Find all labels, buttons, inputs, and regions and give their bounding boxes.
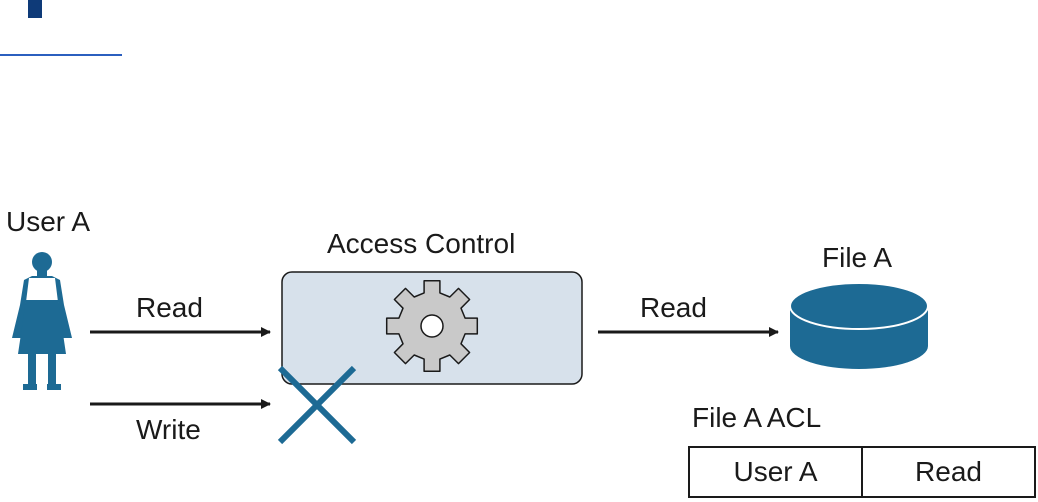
- database-icon: [789, 282, 929, 369]
- gear-icon: [385, 279, 479, 373]
- user-label: User A: [6, 206, 91, 237]
- corner-mark: [28, 0, 42, 18]
- person-icon: [12, 252, 72, 390]
- acl-permission-cell: Read: [861, 448, 1034, 496]
- write-request-label: Write: [136, 414, 201, 445]
- cross-icon: [277, 365, 357, 445]
- read-granted-label: Read: [640, 292, 707, 323]
- acl-subject-cell: User A: [733, 456, 818, 487]
- read-request-label: Read: [136, 292, 203, 323]
- acl-table: User A Read: [688, 446, 1036, 498]
- acl-title: File A ACL: [692, 402, 822, 433]
- access-control-label: Access Control: [327, 228, 516, 259]
- file-label: File A: [822, 242, 893, 273]
- corner-underline: [0, 54, 122, 56]
